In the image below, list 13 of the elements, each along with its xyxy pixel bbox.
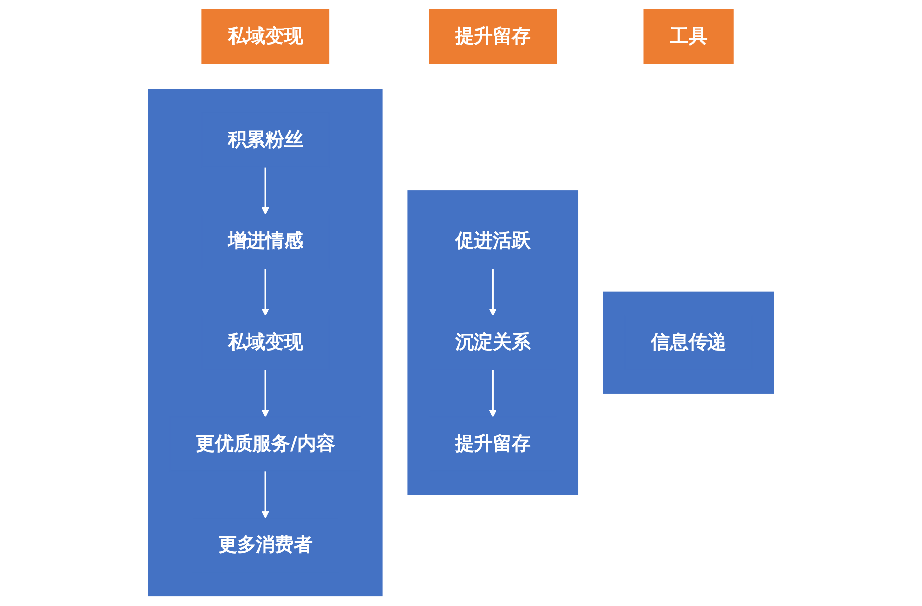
node-box: 工具 [643,9,734,64]
arrow [489,268,497,316]
cluster [148,89,382,597]
cluster [407,190,578,496]
node-text: 更多消费者 [218,534,313,556]
arrow [262,167,270,215]
arrow [489,370,497,418]
arrow [262,471,270,519]
arrow [262,370,270,418]
node-text: 更优质服务/内容 [196,433,335,455]
arrow [262,268,270,316]
node-text: 沉淀关系 [455,332,531,354]
cluster [603,292,774,394]
